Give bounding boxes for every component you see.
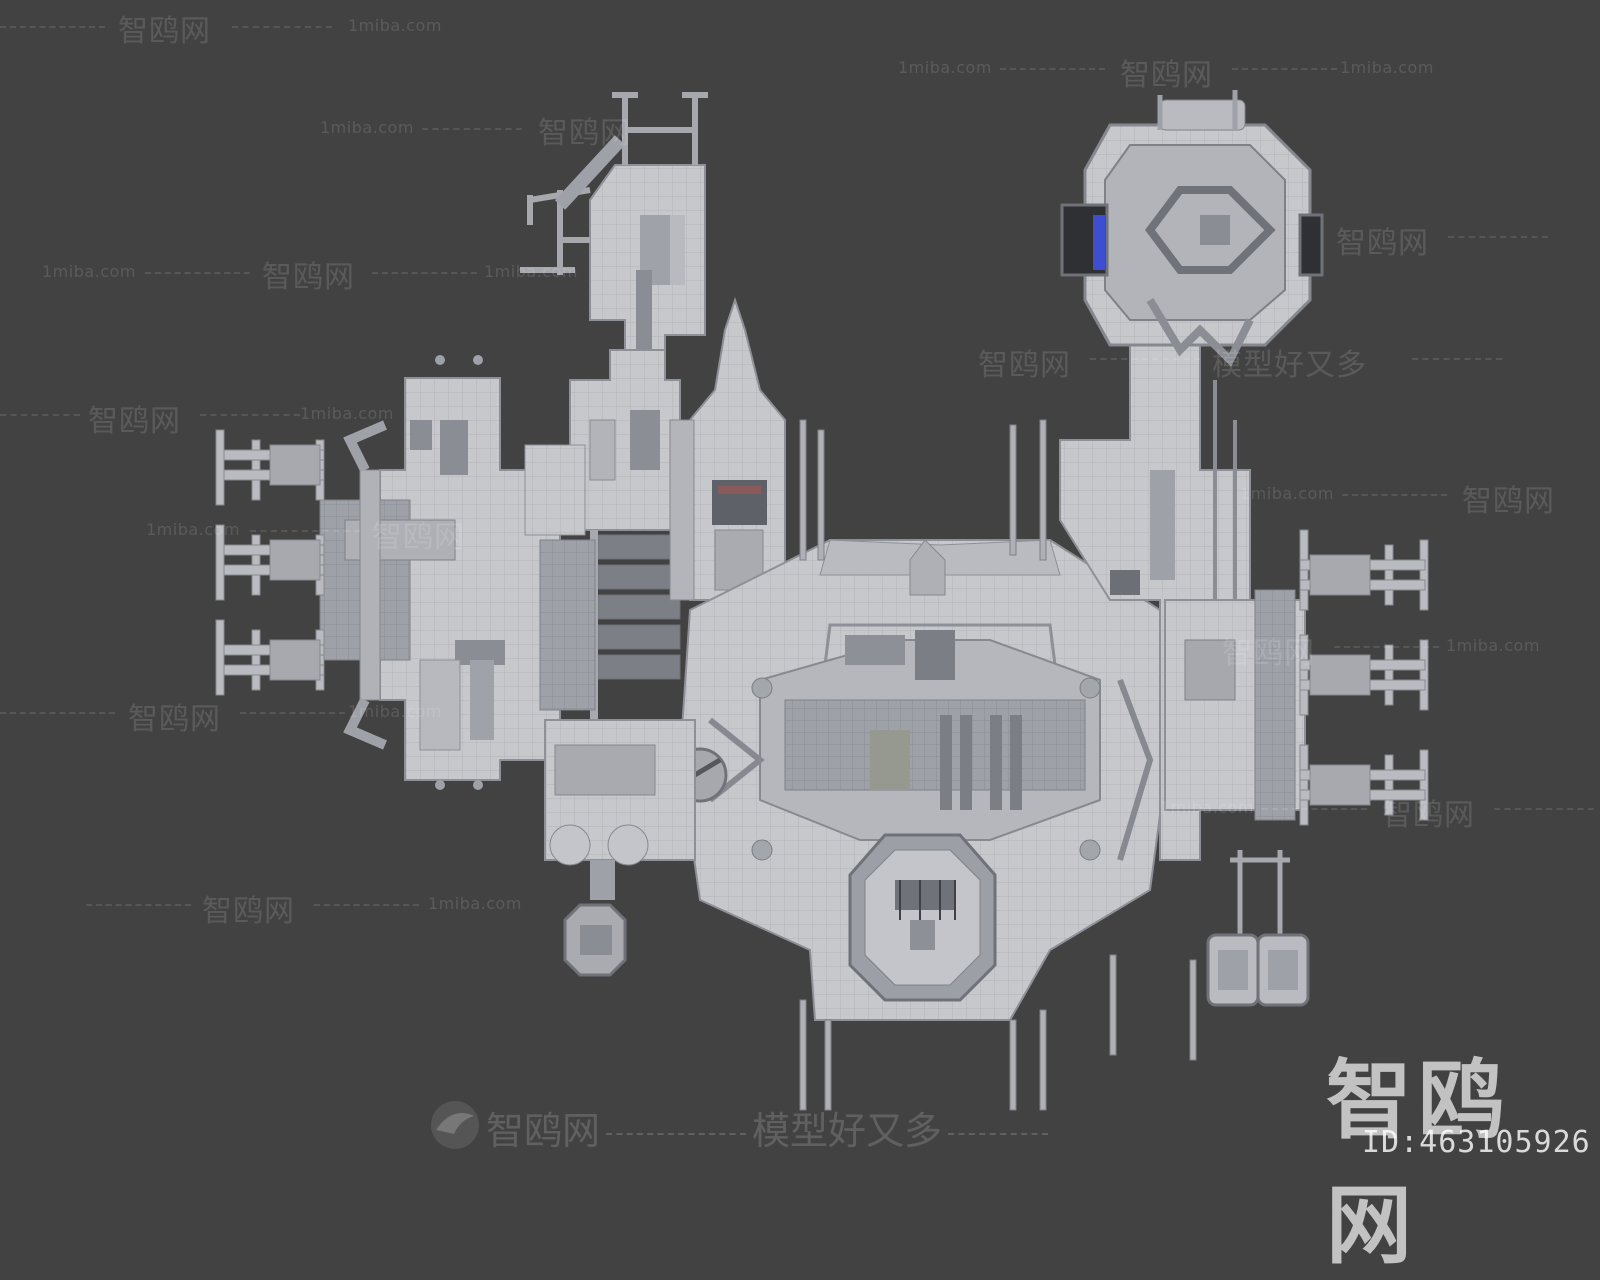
left-wing-module	[319, 355, 561, 790]
watermark-dash	[0, 414, 80, 416]
watermark-dash	[1000, 68, 1105, 70]
watermark-dash	[200, 414, 300, 416]
watermark-dash	[422, 128, 522, 130]
watermark-dash	[1262, 808, 1367, 810]
model-id-label: ID:463105926	[1362, 1125, 1591, 1160]
lower-right-tanks	[1206, 850, 1310, 1007]
watermark-dash	[1448, 236, 1548, 238]
watermark-dash	[372, 272, 477, 274]
left-antenna-array	[215, 429, 325, 696]
watermark-dash	[86, 904, 191, 906]
watermark-dash	[250, 530, 360, 532]
right-antenna-array	[1164, 529, 1429, 826]
watermark-dash	[1342, 494, 1447, 496]
watermark-dash	[1232, 68, 1337, 70]
watermark-dash	[0, 26, 105, 28]
watermark-dash	[1412, 358, 1502, 360]
watermark-dash	[1090, 358, 1200, 360]
vertical-struts	[799, 419, 1197, 1111]
watermark-dash	[145, 272, 250, 274]
spaceship-render	[215, 90, 1429, 1149]
central-left-column	[524, 349, 681, 720]
watermark-dash	[1494, 808, 1594, 810]
bottom-slogan-brand: 智鸥网	[486, 1109, 601, 1153]
watermark-dash	[0, 712, 115, 714]
watermark-dash	[232, 26, 332, 28]
main-hull	[672, 539, 1172, 1021]
watermark-dash	[240, 712, 345, 714]
central-spire	[669, 296, 786, 601]
right-neck	[1059, 329, 1251, 861]
right-head-module	[1060, 90, 1324, 367]
bird-logo-icon	[431, 1101, 479, 1149]
bottom-slogan-text: 模型好又多	[752, 1109, 943, 1153]
lower-left-engine	[544, 719, 696, 977]
upper-left-tower	[520, 92, 708, 351]
bottom-slogan: 智鸥网 模型好又多	[430, 1100, 1054, 1155]
watermark-dash	[314, 904, 419, 906]
watermark-dash	[1334, 646, 1439, 648]
